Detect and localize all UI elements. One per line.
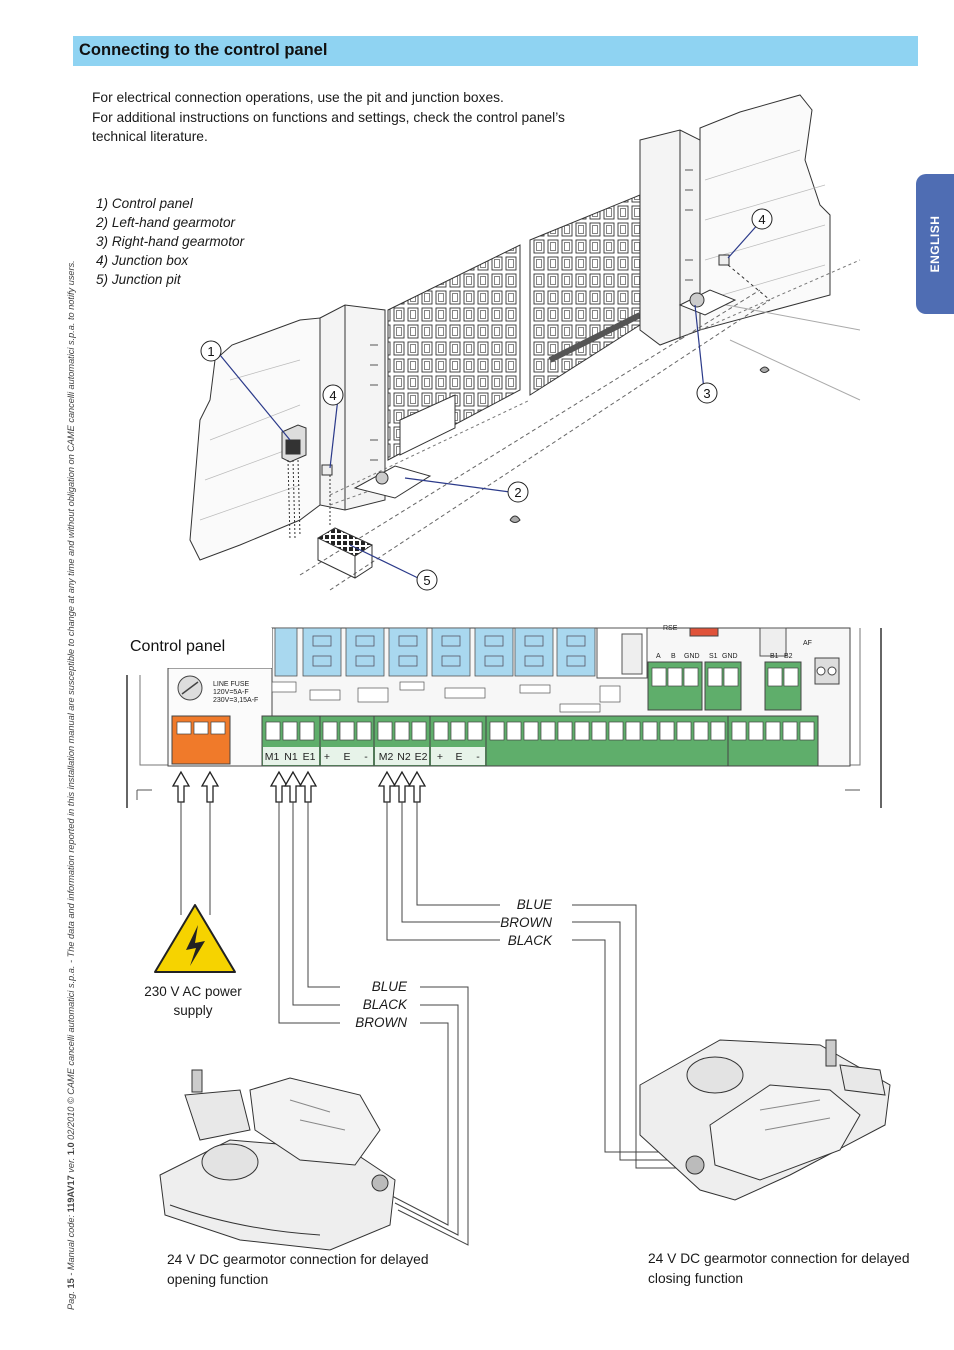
wiring-arrows xyxy=(171,770,427,803)
wire-color-label: BLUE xyxy=(516,897,552,912)
pcb-label: AF xyxy=(803,640,812,647)
fuse-rating: 230V=3,15A-F xyxy=(213,697,258,704)
pcb-label: S1 xyxy=(709,653,718,660)
gearmotor-right-illustration xyxy=(639,1039,891,1201)
wire-color-label: BLACK xyxy=(507,933,552,948)
terminal-label: - xyxy=(364,751,368,763)
caption-right-gearmotor: 24 V DC gearmotor connection for delayed… xyxy=(648,1251,910,1286)
terminal-label: + xyxy=(437,751,443,763)
callout-circle xyxy=(696,382,718,404)
terminal-label: M2 xyxy=(379,751,394,763)
callout-circle xyxy=(507,481,529,503)
section-header-bar: Connecting to the control panel xyxy=(73,36,918,66)
callout-leaders xyxy=(219,221,761,579)
intro-line: For additional instructions on functions… xyxy=(92,109,565,125)
power-supply-label: 230 V AC power supply xyxy=(144,984,242,1018)
legend-item: 4) Junction box xyxy=(96,253,189,268)
terminal-label: M1 xyxy=(265,751,280,763)
control-panel-label: Control panel xyxy=(130,638,226,655)
gearmotor-left-illustration xyxy=(159,1069,396,1251)
callout-number: 5 xyxy=(423,573,430,588)
intro-line: For electrical connection operations, us… xyxy=(92,90,504,105)
terminal-label: + xyxy=(324,751,330,763)
language-tab[interactable]: ENGLISH xyxy=(916,174,954,314)
component-legend: 1) Control panel 2) Left-hand gearmotor … xyxy=(96,194,244,289)
gate-scene xyxy=(189,94,861,591)
high-voltage-warning-icon xyxy=(154,904,236,973)
terminal-label: N1 xyxy=(284,751,298,763)
legend-item: 2) Left-hand gearmotor xyxy=(96,215,236,230)
callout-number: 2 xyxy=(514,485,521,500)
wire-color-group-motor1: BLUE BLACK BROWN xyxy=(327,978,407,1032)
callout-number: 3 xyxy=(703,386,710,401)
pcb-label: GND xyxy=(684,653,700,660)
legend-item: 5) Junction pit xyxy=(96,272,181,287)
wire-color-group-motor2: BLUE BROWN BLACK xyxy=(472,896,552,950)
pcb-label: B1 xyxy=(770,653,779,660)
fuse-label: LINE FUSE xyxy=(213,681,250,688)
callout-circle xyxy=(322,384,344,406)
callout-markers: 1 2 3 4 4 5 xyxy=(200,208,773,591)
callout-number: 4 xyxy=(758,212,765,227)
terminal-label: N2 xyxy=(397,751,411,763)
caption-left-gearmotor: 24 V DC gearmotor connection for delayed… xyxy=(167,1252,429,1287)
wiring-lines xyxy=(180,802,690,1246)
terminal-label: - xyxy=(476,751,480,763)
callout-number: 4 xyxy=(329,388,336,403)
pcb-label: B xyxy=(671,653,676,660)
wire-color-label: BROWN xyxy=(500,915,552,930)
intro-line: technical literature. xyxy=(92,129,208,144)
legend-item: 3) Right-hand gearmotor xyxy=(96,234,245,249)
terminal-label: E1 xyxy=(303,751,316,763)
legend-item: 1) Control panel xyxy=(96,196,193,211)
pcb-label: RSE xyxy=(663,625,678,632)
pcb-label: B2 xyxy=(784,653,793,660)
terminal-label: E xyxy=(455,751,462,763)
callout-number: 1 xyxy=(207,344,214,359)
wire-color-label: BLACK xyxy=(362,997,407,1012)
pcb-label: A xyxy=(656,653,661,660)
wire-color-label: BROWN xyxy=(355,1015,407,1030)
pcb-label: GND xyxy=(722,653,738,660)
terminal-label: E xyxy=(343,751,350,763)
fuse-rating: 120V=5A-F xyxy=(213,689,249,696)
callout-circle xyxy=(200,340,222,362)
callout-circle xyxy=(416,569,438,591)
terminal-label: E2 xyxy=(415,751,428,763)
intro-text: For electrical connection operations, us… xyxy=(92,88,612,147)
wire-color-label: BLUE xyxy=(371,979,407,994)
section-title: Connecting to the control panel xyxy=(79,41,328,59)
callout-circle xyxy=(751,208,773,230)
control-panel-board: LINE FUSE 120V=5A-F 230V=3,15A-F RSE A B… xyxy=(112,625,882,808)
